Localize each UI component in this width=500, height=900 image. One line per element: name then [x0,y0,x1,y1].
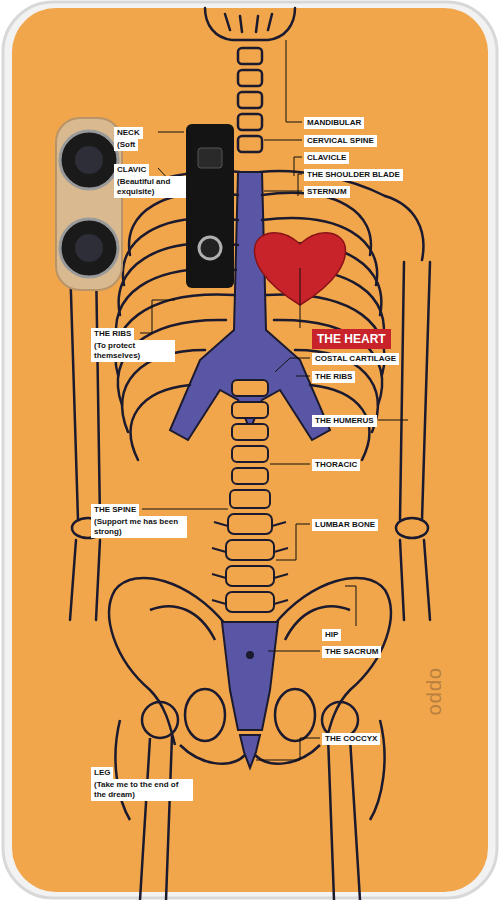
cervical-label: CERVICAL SPINE [304,135,377,147]
scapula-label: THE SHOULDER BLADE [304,169,403,181]
mandible-label: MANDIBULAR [304,117,364,129]
ribs-label: THE RIBS [91,328,134,340]
neck-label: NECK [114,127,143,139]
sacrum-label: THE SACRUM [322,646,381,658]
clavicle-label: CLAVIC [114,164,149,176]
thoracic-label: THORACIC [312,459,360,471]
spine-label: THE SPINE [91,504,139,516]
leg-label: LEG [91,767,113,779]
cartilage-label: COSTAL CARTILAGE [312,353,399,365]
ribs-note: (To protect themselves) [91,340,175,362]
spine-note: (Support me has been strong) [91,516,187,538]
ribs-label: THE RIBS [312,371,355,383]
sternum-label: STERNUM [304,186,350,198]
coccyx-label: THE COCCYX [322,733,380,745]
hip-label: HIP [322,629,341,641]
neck-note: (Soft [114,139,138,151]
leg-note: (Take me to the end of the dream) [91,779,193,801]
clavicle-note: (Beautiful and exquisite) [114,176,186,198]
lumbar-label: LUMBAR BONE [312,519,378,531]
brand-watermark: oppo [426,668,448,717]
heart-label: THE HEART [312,329,391,349]
clavicle-label: CLAVICLE [304,152,349,164]
humerus-label: THE HUMERUS [312,415,377,427]
